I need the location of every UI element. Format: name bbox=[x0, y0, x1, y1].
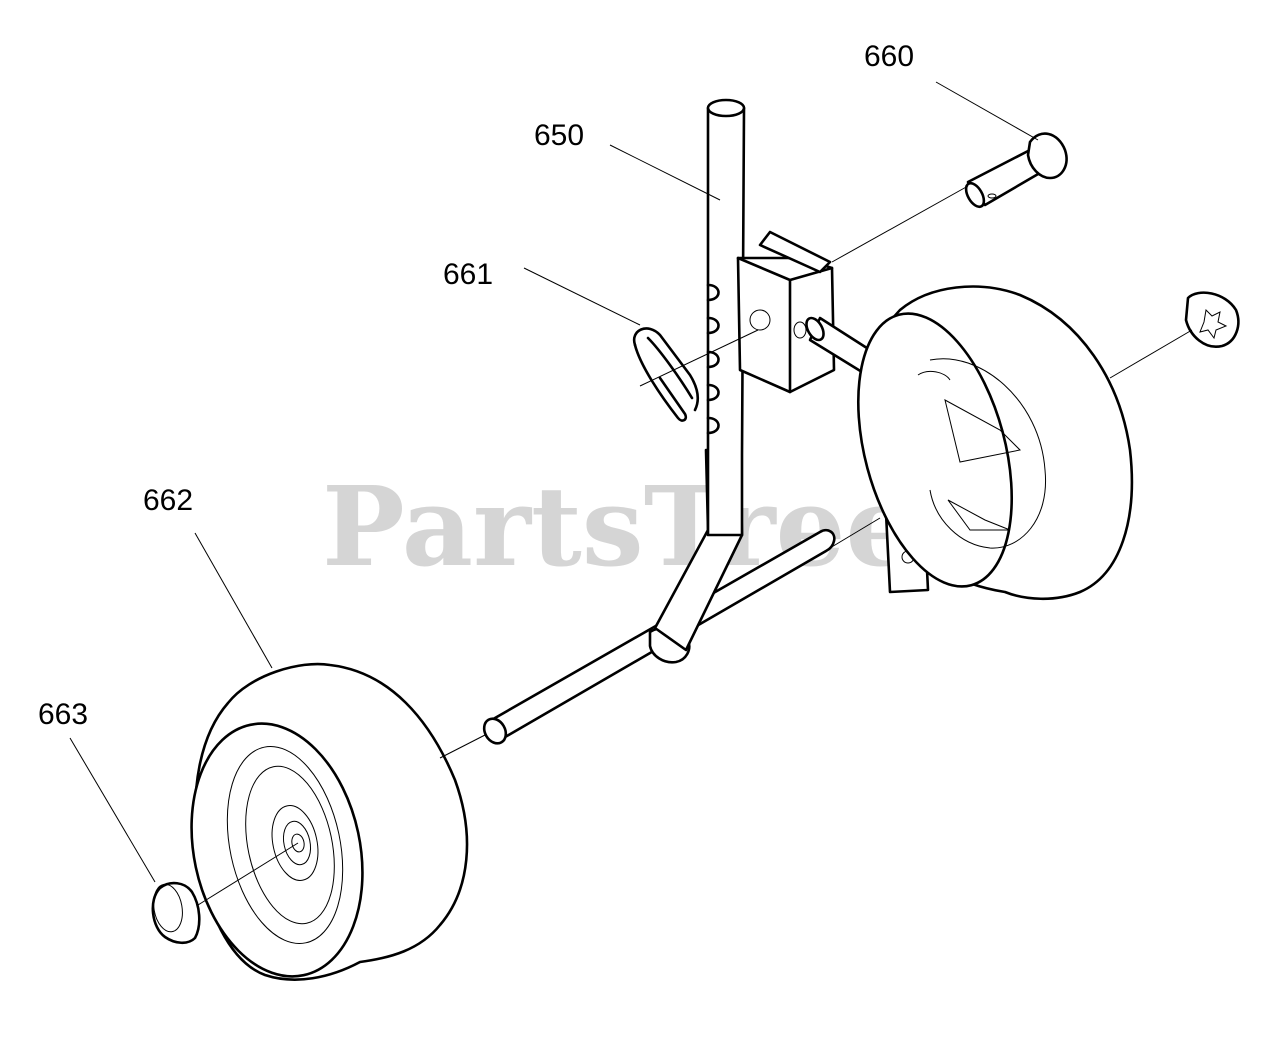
clevis-pin[interactable] bbox=[962, 132, 1068, 210]
callout-661: 661 bbox=[443, 258, 493, 291]
left-hub-cap[interactable] bbox=[150, 881, 201, 945]
right-hub-cap[interactable] bbox=[1184, 291, 1240, 348]
left-wheel[interactable] bbox=[169, 662, 469, 992]
callout-660: 660 bbox=[864, 40, 914, 73]
right-wheel[interactable] bbox=[831, 285, 1134, 604]
callout-650: 650 bbox=[534, 119, 584, 152]
callout-663: 663 bbox=[38, 698, 88, 731]
leader-lines bbox=[69, 81, 1193, 906]
hairpin-clip[interactable] bbox=[632, 327, 700, 422]
watermark: PartsTree bbox=[322, 462, 916, 591]
callout-662: 662 bbox=[143, 484, 193, 517]
